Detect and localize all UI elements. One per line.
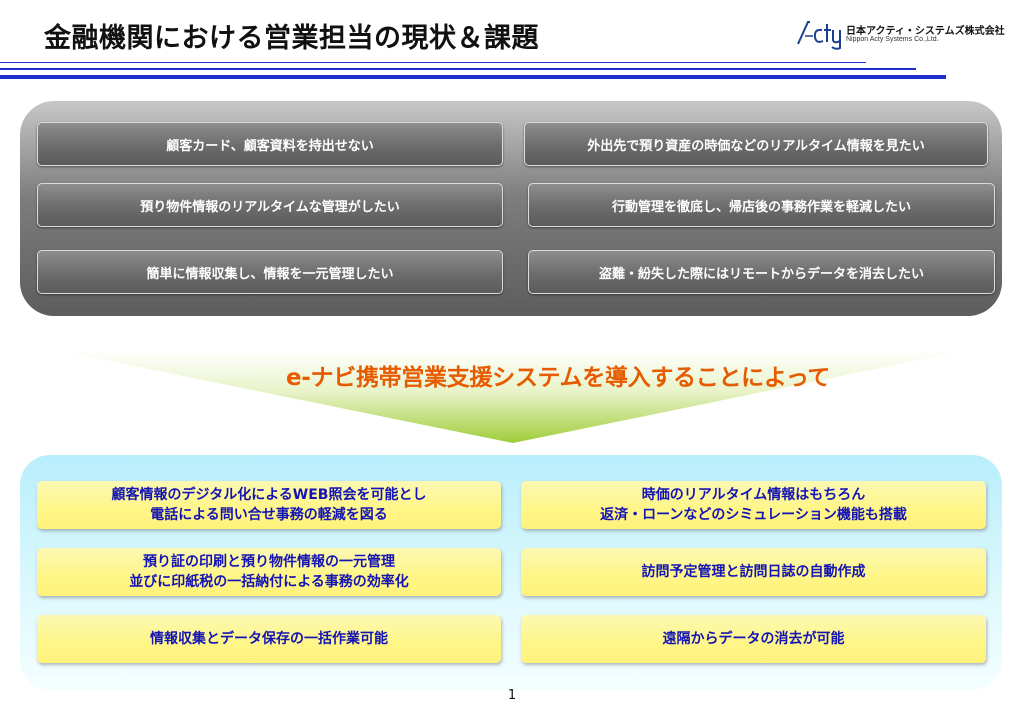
funnel-arrow: [55, 350, 968, 443]
solution-box-5: 情報収集とデータ保存の一括作業可能: [37, 615, 501, 663]
solution-line-1: 預り証の印刷と預り物件情報の一元管理: [143, 554, 395, 570]
solution-line-1: 訪問予定管理と訪問日誌の自動作成: [641, 564, 866, 580]
issue-box-5: 簡単に情報収集し、情報を一元管理したい: [37, 250, 503, 294]
solution-line-2: 電話による問い合せ事務の軽減を図る: [150, 507, 388, 523]
page-title: 金融機関における営業担当の現状＆課題: [44, 23, 539, 54]
solution-line-1: 遠隔からデータの消去が可能: [662, 631, 845, 647]
header-rule-thick: [0, 75, 946, 79]
company-name-jp: 日本アクティ・システムズ株式会社: [846, 26, 1005, 37]
header-rule-thin: [0, 62, 866, 63]
company-logo: 日本アクティ・システムズ株式会社 Nippon Acty Systems Co.…: [796, 18, 1006, 52]
header-rule-medium: [0, 68, 916, 70]
transition-caption: e-ナビ携帯営業支援システムを導入することによって: [286, 365, 831, 391]
solution-box-6: 遠隔からデータの消去が可能: [521, 615, 986, 663]
issue-box-2: 外出先で預り資産の時価などのリアルタイム情報を見たい: [524, 122, 988, 166]
solution-box-1: 顧客情報のデジタル化によるWEB照会を可能とし 電話による問い合せ事務の軽減を図…: [37, 481, 501, 529]
issue-box-3: 預り物件情報のリアルタイムな管理がしたい: [37, 183, 503, 227]
solution-box-4: 訪問予定管理と訪問日誌の自動作成: [521, 548, 986, 596]
issue-box-4: 行動管理を徹底し、帰店後の事務作業を軽減したい: [528, 183, 995, 227]
company-name-en: Nippon Acty Systems Co.,Ltd.: [846, 36, 939, 43]
solution-line-1: 情報収集とデータ保存の一括作業可能: [150, 631, 388, 647]
solution-line-2: 並びに印紙税の一括納付による事務の効率化: [129, 574, 409, 590]
page-number: 1: [507, 688, 517, 703]
issue-box-6: 盗難・紛失した際にはリモートからデータを消去したい: [528, 250, 995, 294]
solution-line-1: 顧客情報のデジタル化によるWEB照会を可能とし: [111, 487, 427, 503]
issue-box-1: 顧客カード、顧客資料を持出せない: [37, 122, 503, 166]
acty-logo-icon: [797, 21, 841, 50]
solution-line-1: 時価のリアルタイム情報はもちろん: [641, 487, 866, 503]
solution-box-2: 時価のリアルタイム情報はもちろん 返済・ローンなどのシミュレーション機能も搭載: [521, 481, 986, 529]
solution-line-2: 返済・ローンなどのシミュレーション機能も搭載: [600, 507, 907, 523]
solution-box-3: 預り証の印刷と預り物件情報の一元管理 並びに印紙税の一括納付による事務の効率化: [37, 548, 501, 596]
